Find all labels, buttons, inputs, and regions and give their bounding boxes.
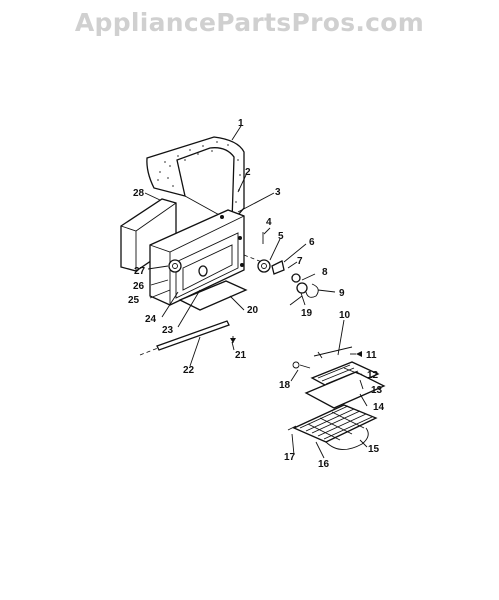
callout-23: 23 [162, 325, 174, 336]
oven-body-part [149, 209, 245, 306]
bottom-panel-part [178, 280, 248, 311]
callout-2: 2 [245, 167, 251, 178]
callout-19: 19 [301, 308, 313, 319]
callout-17: 17 [284, 452, 296, 463]
trim-rod-part [139, 320, 230, 356]
arrow-marks [230, 338, 362, 357]
callout-10: 10 [339, 310, 351, 321]
bake-element-part [287, 404, 378, 450]
callout-6: 6 [309, 237, 315, 248]
watermark-text: AppliancePartsPros.com [74, 8, 425, 37]
callout-16: 16 [318, 459, 330, 470]
control-components-part [243, 254, 319, 298]
callout-13: 13 [371, 385, 383, 396]
callout-1: 1 [238, 118, 244, 129]
callout-22: 22 [183, 365, 195, 376]
callout-25: 25 [128, 295, 140, 306]
callout-14: 14 [373, 402, 385, 413]
callout-7: 7 [297, 256, 303, 267]
broil-element-part [292, 346, 386, 409]
callout-21: 21 [235, 350, 247, 361]
callout-12: 12 [367, 370, 379, 381]
callout-11: 11 [366, 350, 377, 361]
callout-numbers: 1 2 3 4 5 6 7 8 9 10 11 12 13 14 15 16 1… [128, 118, 385, 470]
callout-4: 4 [266, 217, 272, 228]
callout-18: 18 [279, 380, 291, 391]
callout-26: 26 [133, 281, 145, 292]
callout-15: 15 [368, 444, 380, 455]
callout-3: 3 [275, 187, 281, 198]
callout-27: 27 [134, 266, 146, 277]
callout-20: 20 [247, 305, 259, 316]
leader-lines [144, 125, 368, 459]
callout-24: 24 [145, 314, 157, 325]
callout-8: 8 [322, 267, 328, 278]
callout-28: 28 [133, 188, 145, 199]
callout-5: 5 [278, 231, 284, 242]
callout-9: 9 [339, 288, 345, 299]
